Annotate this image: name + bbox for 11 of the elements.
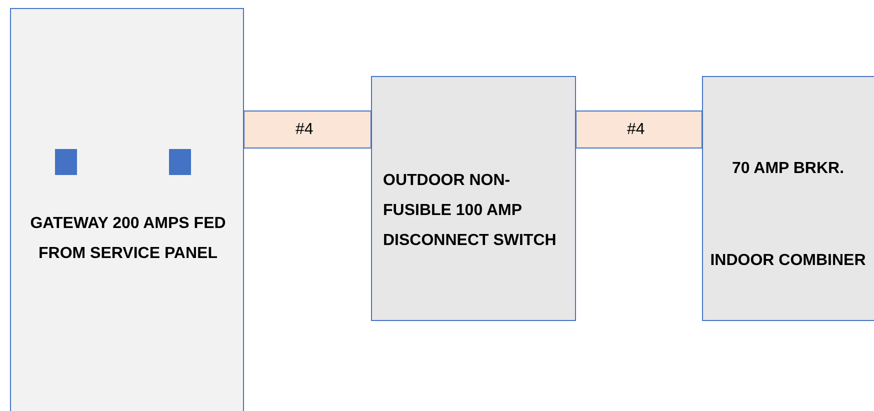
cable-band <box>244 110 372 148</box>
equipment-box <box>702 76 874 321</box>
gateway-panel <box>10 8 244 411</box>
edge-label: #4 <box>627 121 645 139</box>
edge-label: #4 <box>296 121 314 139</box>
cable-band <box>576 110 702 148</box>
node-label: OUTDOOR NON-FUSIBLE 100 AMP DISCONNECT SWITCH <box>383 171 558 251</box>
node-label: GATEWAY 200 AMPS FED FROM SERVICE PANEL <box>29 214 227 264</box>
node-label: 70 AMP BRKR. <box>730 159 846 179</box>
node-label: INDOOR COMBINER <box>709 251 867 271</box>
equipment-box <box>371 76 576 321</box>
